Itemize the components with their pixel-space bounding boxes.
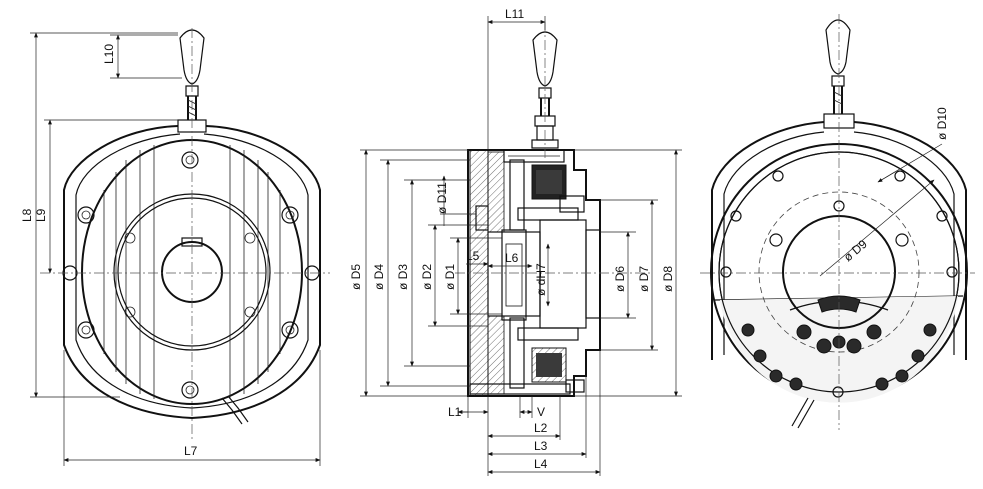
dim-L8: L8: [20, 208, 34, 222]
dim-D10: ø D10: [935, 107, 949, 140]
dim-L5: L5: [466, 249, 480, 263]
dim-L6: L6: [505, 251, 519, 265]
dim-D7: ø D7: [637, 266, 651, 292]
left-view: L10 L8 L9 L7: [20, 28, 330, 466]
dim-L3: L3: [534, 439, 548, 453]
dim-L4: L4: [534, 457, 548, 471]
right-handle: [823, 19, 855, 129]
right-view-screws: [720, 170, 958, 278]
housing-bolts: [62, 151, 320, 399]
cooling-fins: [103, 145, 281, 399]
dim-D6: ø D6: [613, 266, 627, 292]
dim-D3: ø D3: [396, 264, 410, 290]
dim-D1: ø D1: [443, 264, 457, 290]
right-view-bolt-ring: [741, 323, 937, 398]
dim-D9: ø D9: [841, 237, 870, 265]
dim-D5: ø D5: [349, 264, 363, 290]
dim-V: V: [537, 405, 545, 419]
dim-L7: L7: [184, 444, 198, 458]
dim-L10: L10: [102, 44, 116, 64]
dim-dH7: ø dH7: [534, 263, 548, 296]
dim-D11: ø D11: [435, 182, 449, 214]
dim-L2: L2: [534, 421, 548, 435]
release-handle: [177, 29, 207, 133]
dim-L9: L9: [34, 208, 48, 222]
section-view: L11 ø D5 ø D4 ø D3 ø D2 ø D1 ø D11 L5 L6…: [349, 7, 682, 476]
dim-D4: ø D4: [372, 264, 386, 290]
dim-D8: ø D8: [661, 266, 675, 292]
right-view: ø D9 ø D10: [700, 14, 975, 430]
dim-L11: L11: [505, 7, 524, 21]
dim-D2: ø D2: [420, 264, 434, 290]
dim-L1: L1: [448, 405, 462, 419]
